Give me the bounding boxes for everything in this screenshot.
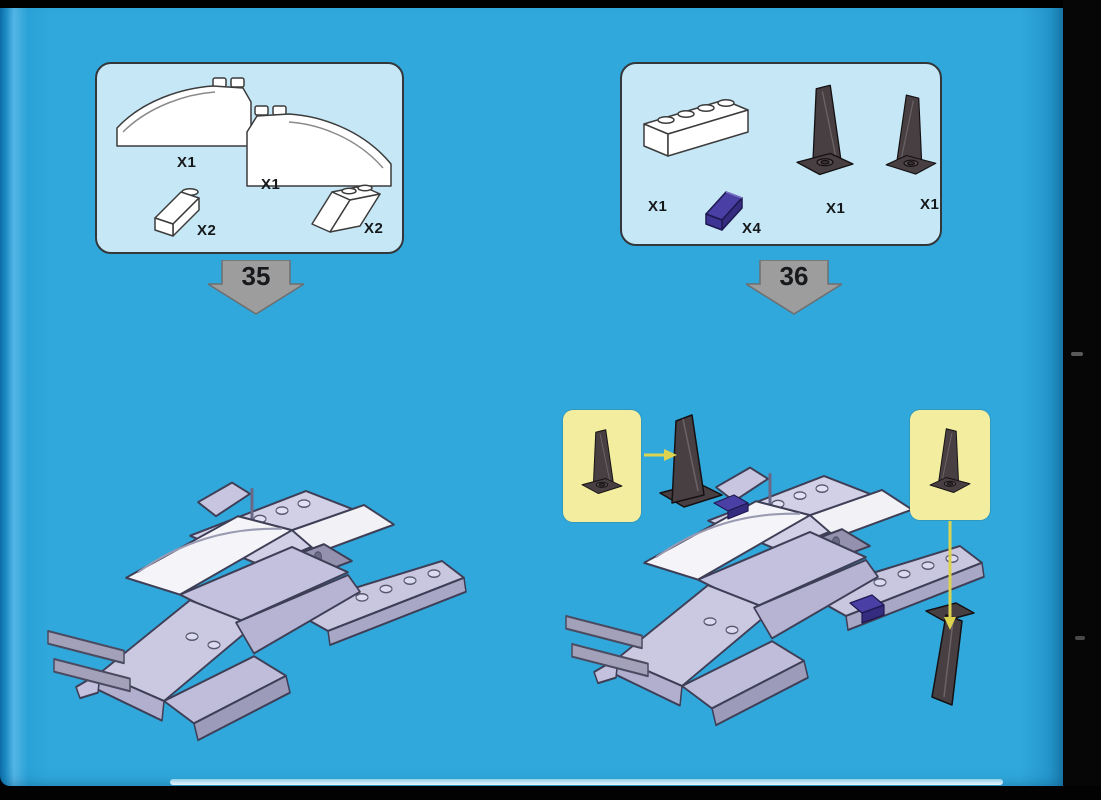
tail-fin-mirrored-icon [885, 94, 937, 175]
step-36-arrow: 36 [743, 259, 845, 316]
tail-fin-icon [796, 84, 854, 176]
scan-artifact-mark [1075, 636, 1085, 640]
scan-border-bottom [0, 786, 1101, 800]
part-qty-label: X4 [742, 220, 762, 237]
step-arrow-icon [205, 259, 307, 315]
part-qty-label: X1 [177, 154, 197, 171]
fin-placement-callout-top [563, 410, 641, 522]
step-36-parts-box: X1 X4 X1 X1 [620, 62, 942, 246]
tail-fin-mirrored-icon [929, 428, 971, 493]
added-top-fin [659, 414, 723, 508]
model-step-36-illustration [560, 414, 1000, 753]
instruction-page: X1 X1 X2 [0, 8, 1063, 786]
part-qty-label: X1 [648, 198, 668, 215]
model-step-35-illustration [42, 368, 482, 748]
curved-wedge-right-icon [246, 105, 392, 187]
page-bottom-edge [170, 779, 1003, 785]
part-qty-label: X1 [920, 196, 940, 213]
small-slope-icon [154, 188, 200, 237]
blue-slope-icon [705, 191, 743, 231]
scan-artifact-mark [1071, 352, 1083, 356]
step-35-arrow: 35 [205, 259, 307, 316]
tail-fin-icon [581, 429, 623, 494]
step-number: 36 [779, 261, 809, 291]
fin-placement-callout-wing [910, 410, 990, 520]
part-qty-label: X2 [197, 222, 217, 239]
scan-border-top [0, 0, 1101, 8]
brick-1x4-icon [643, 99, 749, 157]
part-qty-label: X1 [261, 176, 281, 193]
curved-wedge-left-icon [116, 77, 252, 147]
step-arrow-icon [743, 259, 845, 315]
added-blue-slopes [713, 494, 885, 624]
step-number: 35 [241, 261, 271, 291]
scan-border-right [1063, 0, 1101, 800]
part-qty-label: X1 [826, 200, 846, 217]
part-qty-label: X2 [364, 220, 384, 237]
step-35-parts-box: X1 X1 X2 [95, 62, 404, 254]
slope-2x2-icon [311, 184, 381, 233]
callout-arrows [644, 449, 956, 630]
